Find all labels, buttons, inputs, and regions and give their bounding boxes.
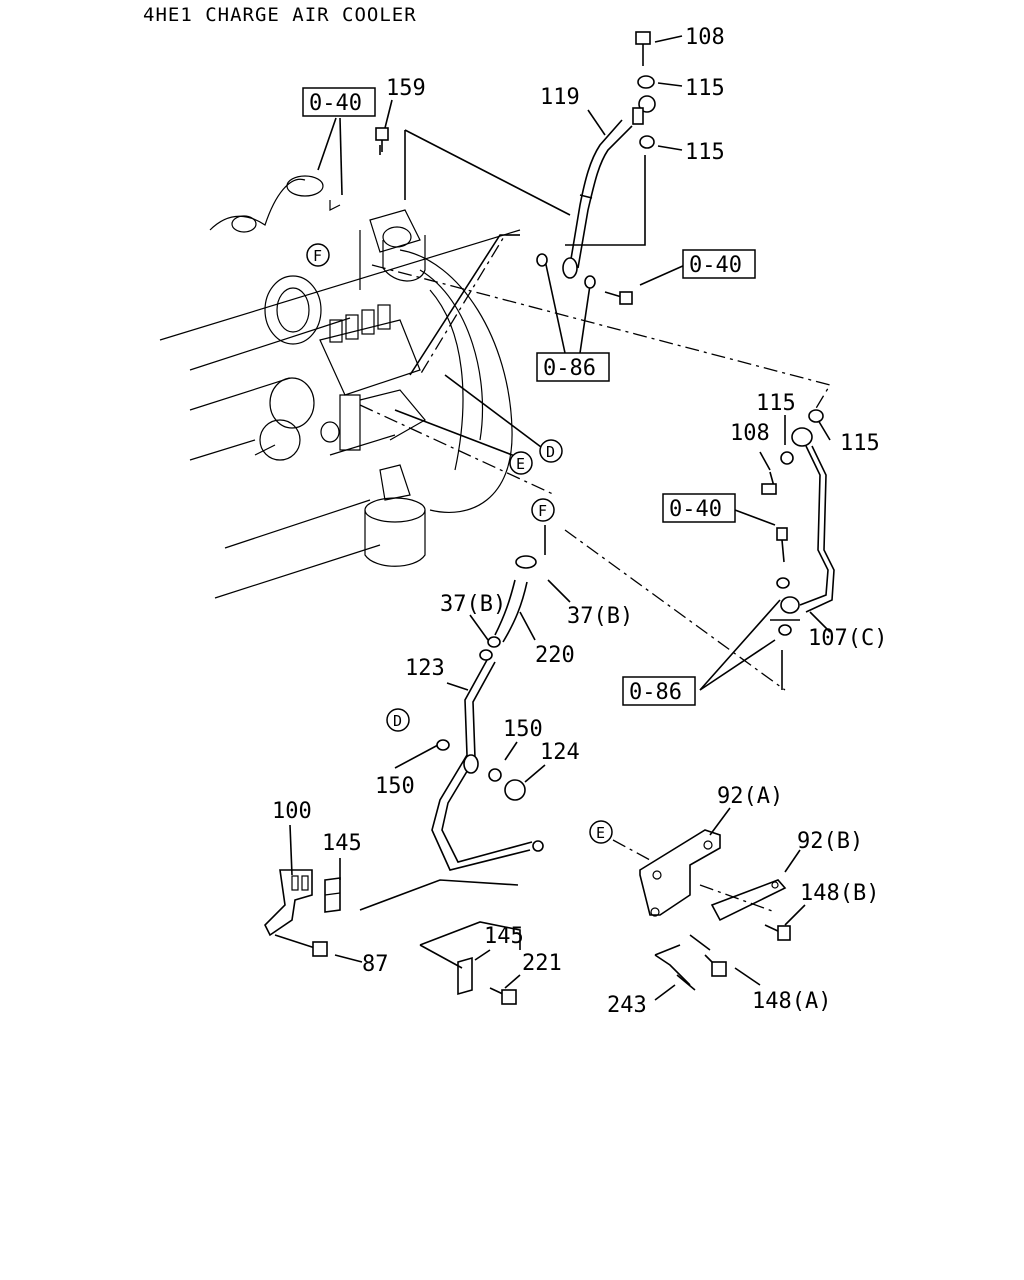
callouts: 108 115 115 119 159 115 115 108 107(C) 3… <box>272 25 887 1018</box>
ref-box-0-86-mid: 0-86 <box>536 352 610 382</box>
marker-e-lower-label: E <box>596 824 605 842</box>
hose-220 <box>487 555 537 648</box>
ref-box-0-86-bottom-label: 0-86 <box>629 680 682 705</box>
marker-d-lower: D <box>386 708 410 732</box>
bolt-148b <box>764 924 791 941</box>
dashdot-lines <box>359 234 832 913</box>
callout-115-b: 115 <box>685 140 725 165</box>
callout-115-d: 115 <box>840 431 880 456</box>
marker-f-lower: F <box>531 498 555 522</box>
washer-0-86-b <box>584 275 596 289</box>
washer-150-a <box>436 739 450 751</box>
marker-d-upper: D <box>539 439 563 463</box>
clip-145-b <box>457 956 473 996</box>
bolt-148a <box>704 954 727 977</box>
callout-150-left: 150 <box>375 774 415 799</box>
washer-115-c <box>808 409 824 423</box>
callout-148a: 148(A) <box>752 989 831 1014</box>
bracket-92a <box>639 829 721 917</box>
ref-box-0-40-top-label: 0-40 <box>309 91 362 116</box>
bolt-0-40-mid <box>604 291 633 305</box>
callout-123: 123 <box>405 656 445 681</box>
callout-221: 221 <box>522 951 562 976</box>
ref-box-0-40-mid: 0-40 <box>682 249 756 279</box>
marker-e-upper: E <box>509 451 533 475</box>
bolt-87 <box>274 934 328 957</box>
washer-150-b <box>488 768 502 782</box>
washer-115-a <box>637 75 655 89</box>
callout-37b-right: 37(B) <box>567 604 633 629</box>
washer-0-86-c <box>776 577 790 589</box>
marker-f-upper: F <box>306 243 330 267</box>
marker-d-upper-label: D <box>546 443 555 461</box>
callout-87: 87 <box>362 952 389 977</box>
hose-119 <box>562 95 656 279</box>
clip-145-a <box>324 877 341 913</box>
callout-115-a: 115 <box>685 76 725 101</box>
washer-0-86-d <box>778 624 792 636</box>
callout-108-right: 108 <box>730 421 770 446</box>
marker-e-lower: E <box>589 820 613 844</box>
callout-92b: 92(B) <box>797 829 863 854</box>
ref-box-0-40-right: 0-40 <box>662 493 736 523</box>
pipe-123 <box>431 649 544 871</box>
callout-148b: 148(B) <box>800 881 879 906</box>
callout-115-c: 115 <box>756 391 796 416</box>
stud-243 <box>676 974 696 991</box>
callout-243: 243 <box>607 993 647 1018</box>
marker-d-lower-label: D <box>393 712 402 730</box>
washer-115-d <box>780 451 794 465</box>
engine-block-drawing <box>159 175 521 599</box>
callout-37b-left: 37(B) <box>440 592 506 617</box>
diagram-title: 4HE1 CHARGE AIR COOLER <box>143 4 417 26</box>
callout-145-lower: 145 <box>484 924 524 949</box>
washer-0-86-a <box>536 253 548 267</box>
callout-92a: 92(A) <box>717 784 783 809</box>
callout-159: 159 <box>386 76 426 101</box>
callout-150-right: 150 <box>503 717 543 742</box>
callout-107c: 107(C) <box>808 626 887 651</box>
marker-e-upper-label: E <box>516 455 525 473</box>
marker-f-upper-label: F <box>313 247 322 265</box>
bolt-0-40-right <box>776 527 788 563</box>
leader-lines <box>289 35 831 1001</box>
callout-124: 124 <box>540 740 580 765</box>
marker-f-lower-label: F <box>538 502 547 520</box>
ref-box-0-86-bottom: 0-86 <box>622 676 696 706</box>
bolt-159 <box>375 127 389 152</box>
bolt-108-right <box>761 471 777 495</box>
callout-220: 220 <box>535 643 575 668</box>
bracket-92b <box>710 879 787 922</box>
ref-box-0-40-top: 0-40 <box>302 87 376 117</box>
washer-115-b <box>639 135 655 149</box>
bolt-108-top <box>635 31 651 66</box>
ref-box-0-40-right-label: 0-40 <box>669 497 722 522</box>
bolt-221 <box>489 987 517 1005</box>
callout-100: 100 <box>272 799 312 824</box>
pipe-107c <box>780 427 835 614</box>
ref-box-0-40-mid-label: 0-40 <box>689 253 742 278</box>
callout-145-upper: 145 <box>322 831 362 856</box>
callout-108-top: 108 <box>685 25 725 50</box>
bracket-100 <box>264 869 313 937</box>
ref-box-0-86-mid-label: 0-86 <box>543 356 596 381</box>
cap-124 <box>504 779 526 801</box>
callout-119: 119 <box>540 85 580 110</box>
